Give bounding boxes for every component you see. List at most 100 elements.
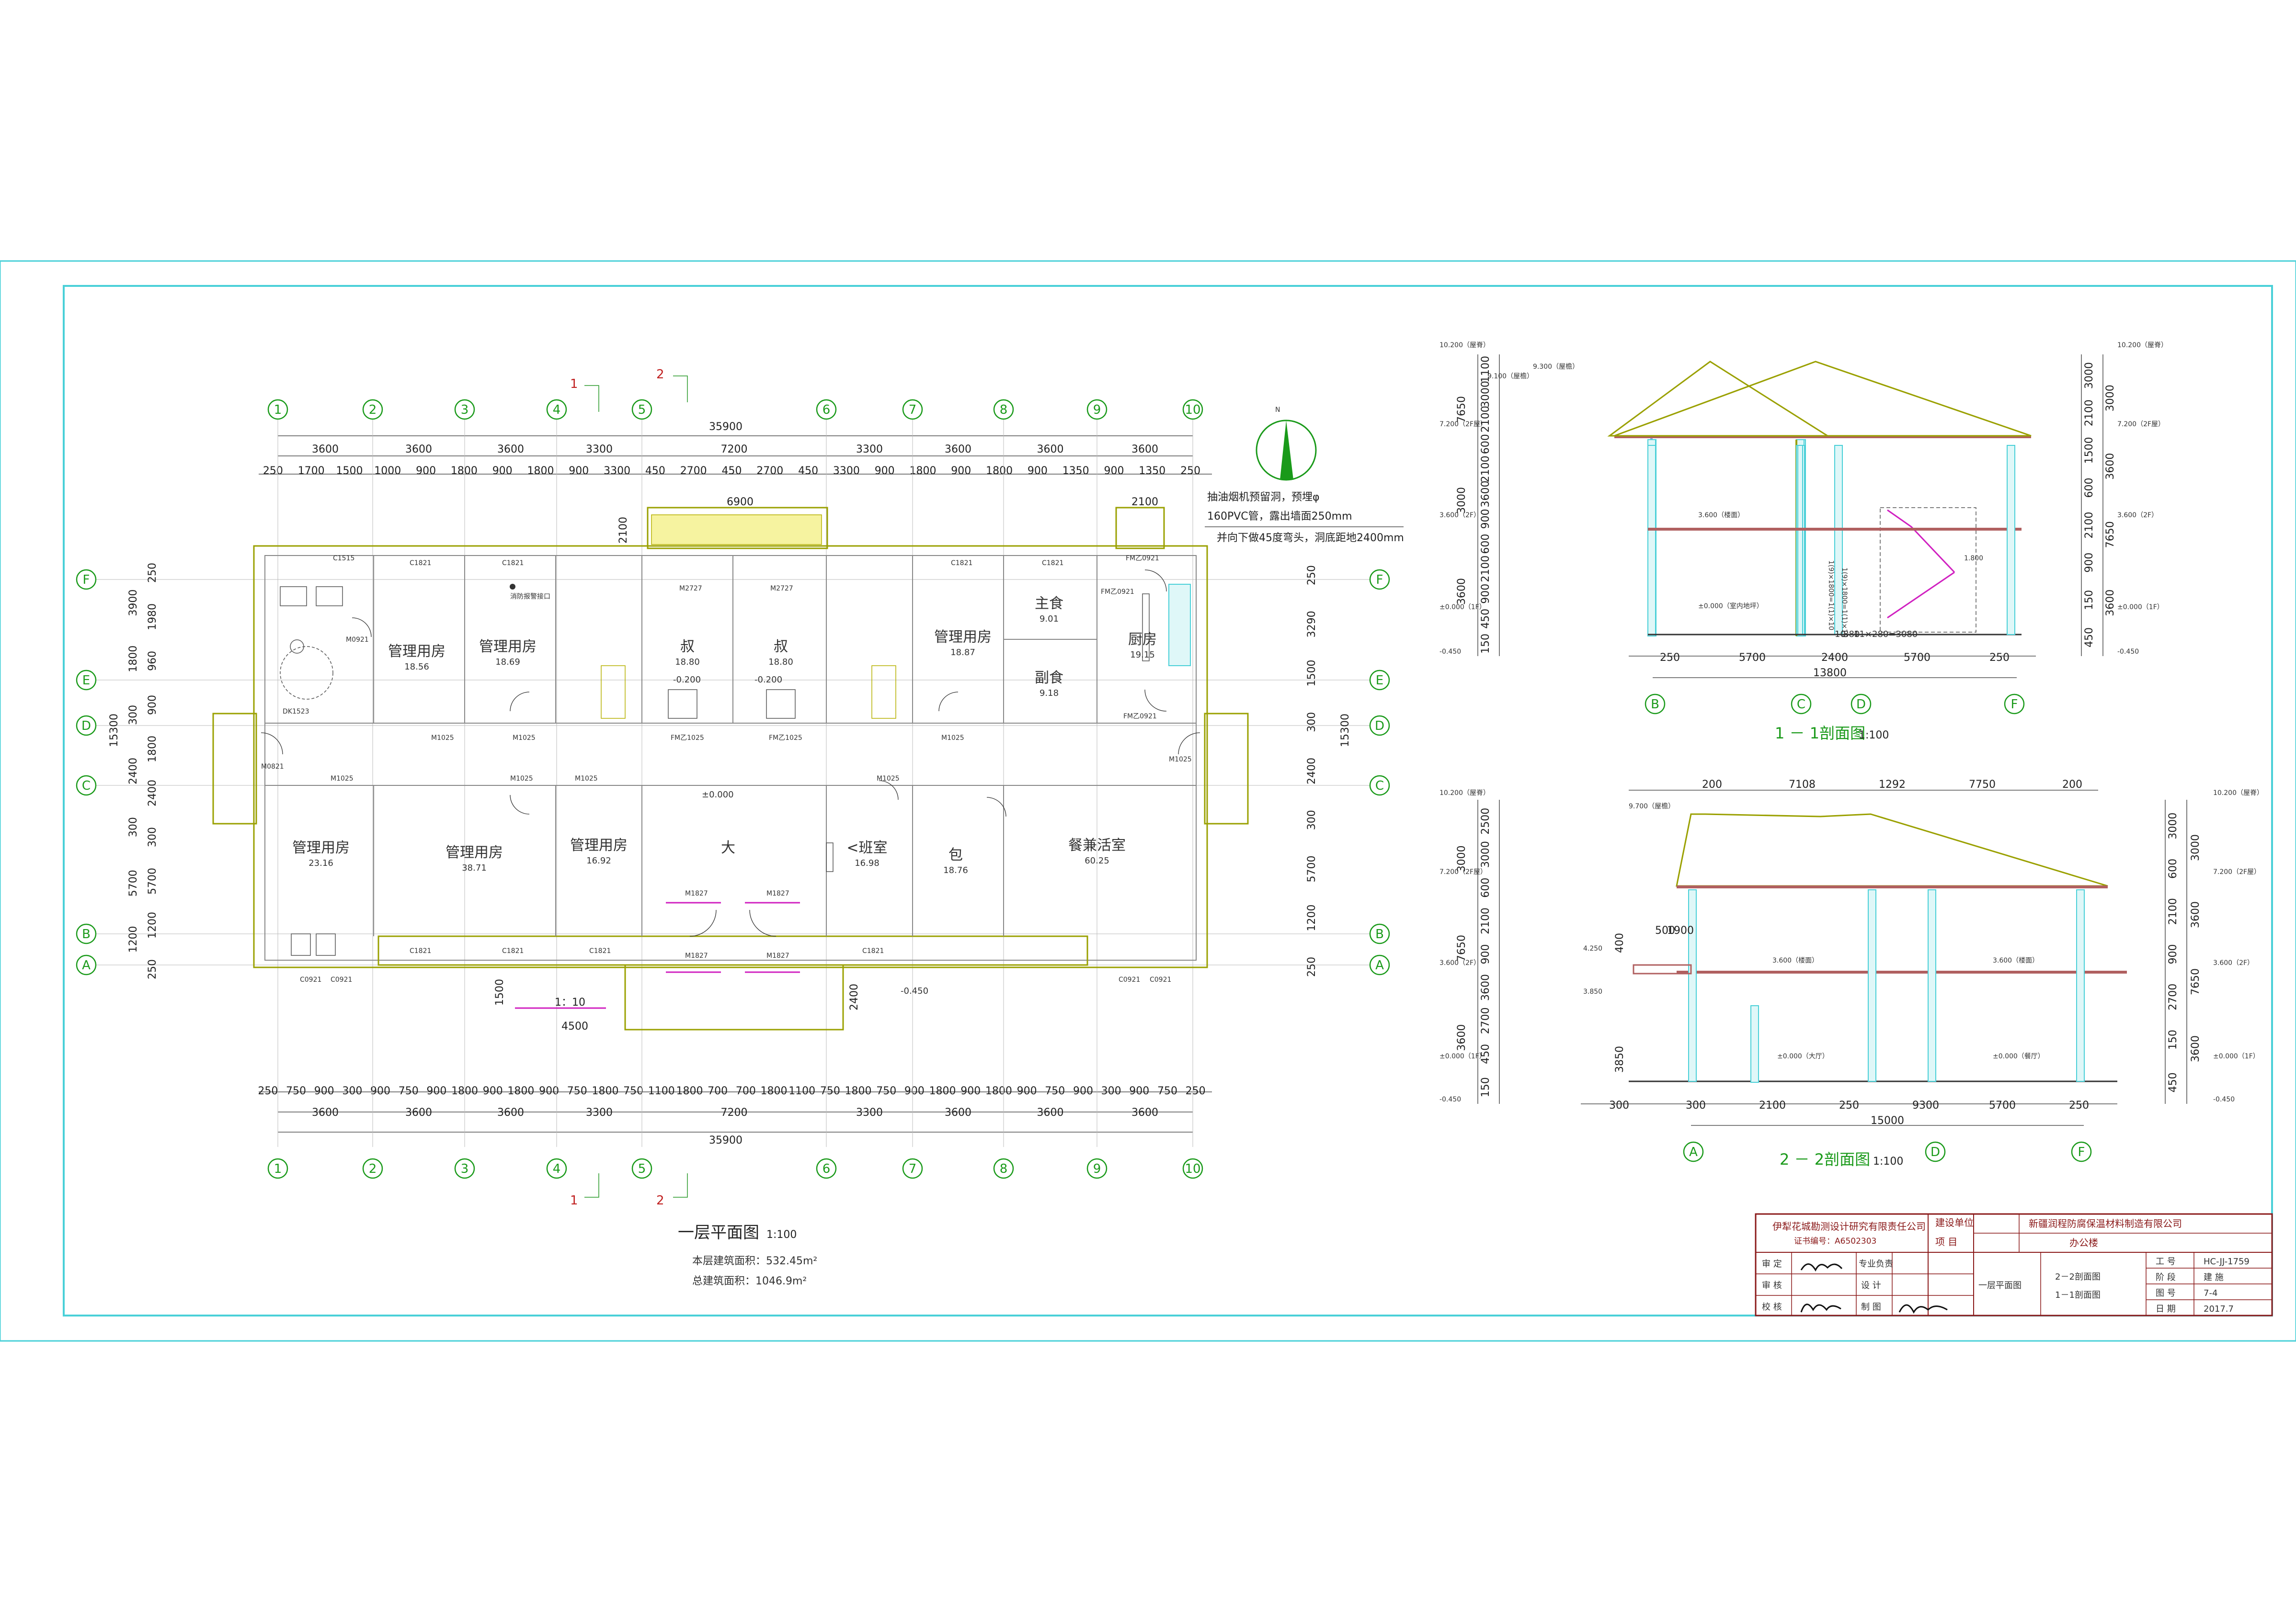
- project-value: 办公楼: [2069, 1237, 2098, 1248]
- ramp-width: 4500: [561, 1021, 588, 1033]
- dim-value: 2700: [756, 465, 783, 477]
- dim-value: 3600: [2190, 901, 2202, 928]
- dim-value: 450: [645, 465, 665, 477]
- axis-bubble-6-bottom-label: 6: [822, 1162, 831, 1176]
- ramp-depth: 1500: [494, 979, 506, 1006]
- field-value: 7-4: [2204, 1288, 2217, 1298]
- alarm-note: 消防报警接口: [510, 592, 550, 601]
- dim-value: 250: [147, 959, 159, 979]
- level: -0.450: [1439, 1096, 1461, 1103]
- dim-value: 7650: [2104, 521, 2116, 548]
- axis-bubble-E-label: E: [82, 673, 90, 688]
- dim-value: 3600: [312, 1107, 339, 1119]
- sec1-scale: 1:100: [1859, 729, 1889, 741]
- level: ±0.000（1F）: [2213, 1053, 2260, 1060]
- overall-width: 35900: [709, 421, 742, 433]
- field-key: 图 号: [2156, 1288, 2176, 1298]
- dim-value: 5700: [1739, 652, 1766, 664]
- axis-bubble-7: [902, 399, 923, 420]
- room-name: 包: [948, 847, 963, 863]
- sec1-axis-F: [2004, 693, 2025, 715]
- north-label: N: [1275, 406, 1280, 414]
- dim-value: 900: [1028, 465, 1048, 477]
- level: 10.200（屋脊）: [1439, 789, 1490, 797]
- sec2-left-dims: 2500300060021009003600270045015030007650…: [1456, 808, 1492, 1098]
- signature-icon: [1898, 1304, 1948, 1314]
- dim-value: 3000: [1480, 841, 1492, 868]
- sec1-axis-D: [1851, 693, 1872, 715]
- axis-bubble-6-label: 6: [822, 403, 831, 417]
- level: 3.600（楼面）: [1993, 957, 2039, 965]
- room-name: <班室: [846, 840, 887, 856]
- room-name: 管理用房: [570, 837, 628, 854]
- sec2-axis-F-label: F: [2078, 1145, 2085, 1159]
- dim-value: 3300: [586, 443, 613, 455]
- dim-value: 450: [1480, 1044, 1492, 1064]
- sec2-title: 2 － 2剖面图: [1780, 1150, 1870, 1169]
- dim-value: 3600: [945, 443, 971, 455]
- axis-bubble-9-label: 9: [1093, 403, 1101, 417]
- axis-bubble-5-bottom: [631, 1158, 652, 1179]
- level: ±0.000（1F）: [1439, 1053, 1486, 1060]
- dim-value: 1800: [676, 1085, 703, 1097]
- door-tag: M1025: [431, 734, 454, 742]
- level: ±0.000（1F）: [1439, 603, 1486, 611]
- axis-bubble-B-right: [1369, 923, 1390, 944]
- dim-value: 3000: [2190, 834, 2202, 861]
- dim-value: 7200: [721, 1107, 748, 1119]
- level: 10.200（屋脊）: [2117, 341, 2168, 349]
- dim-value: 3600: [1480, 480, 1492, 507]
- dim-value: 2100: [1480, 406, 1492, 432]
- dim-value: 3300: [586, 1107, 613, 1119]
- drawing-name: 1－1剖面图: [2055, 1290, 2101, 1300]
- dim-value: 5700: [147, 868, 159, 895]
- section-mark-1-bottom: 1: [570, 1193, 578, 1208]
- dim-value: 450: [2083, 627, 2095, 647]
- sec1-title: 1 － 1剖面图: [1775, 724, 1865, 742]
- room-name: 管理用房: [445, 844, 503, 861]
- dim-value: 1800: [527, 465, 554, 477]
- axis-bubble-9: [1086, 399, 1108, 420]
- dim-value: 7750: [1969, 779, 1996, 791]
- axis-bubble-B-label: B: [82, 927, 91, 942]
- dim-value: 7108: [1789, 779, 1816, 791]
- level-stair: 1.800: [1964, 555, 1983, 562]
- unit-label: 建设单位: [1935, 1217, 1974, 1228]
- dim-value: 3000: [2167, 813, 2179, 840]
- dim-value: 700: [736, 1085, 756, 1097]
- sec2-levels-left: 10.200（屋脊） 9.700（屋檐） 7.200（2F屋） 3.600（2F…: [1439, 789, 1675, 1103]
- room-area: 16.98: [855, 858, 880, 868]
- room-name: 副食: [1035, 670, 1063, 686]
- dim-value: 900: [569, 465, 589, 477]
- level: ±0.000（餐厅）: [1993, 1053, 2045, 1060]
- company-cert: 证书编号：A6502303: [1794, 1237, 1876, 1246]
- axis-bubble-6-bottom: [816, 1158, 837, 1179]
- field-value: 2017.7: [2204, 1304, 2234, 1314]
- axis-bubble-C-label: C: [82, 779, 91, 793]
- sec1-axis-F-label: F: [2011, 697, 2018, 712]
- sec2-axis-F: [2071, 1141, 2092, 1162]
- dim-value: 600: [2083, 477, 2095, 498]
- room-area: 18.56: [404, 662, 429, 672]
- north-arrow-icon: N: [1256, 406, 1317, 481]
- project-label: 项 目: [1935, 1236, 1957, 1248]
- plan-area-floor: 本层建筑面积：532.45m²: [692, 1255, 817, 1267]
- window-tag: DK1523: [283, 708, 309, 715]
- stair-small-1: 10: [1835, 629, 1846, 639]
- window-tag: C1821: [589, 947, 611, 955]
- axis-bubble-8: [993, 399, 1014, 420]
- window-tag: C0921: [300, 976, 321, 984]
- axis-bubble-D-right: [1369, 715, 1390, 736]
- dim-value: 1980: [147, 603, 159, 630]
- level: 9.700（屋檐）: [1629, 803, 1675, 810]
- overall-width-bottom: 35900: [709, 1135, 742, 1146]
- dim-value: 7650: [2190, 968, 2202, 995]
- axis-bubble-4-bottom: [546, 1158, 567, 1179]
- dim-value: 1800: [592, 1085, 618, 1097]
